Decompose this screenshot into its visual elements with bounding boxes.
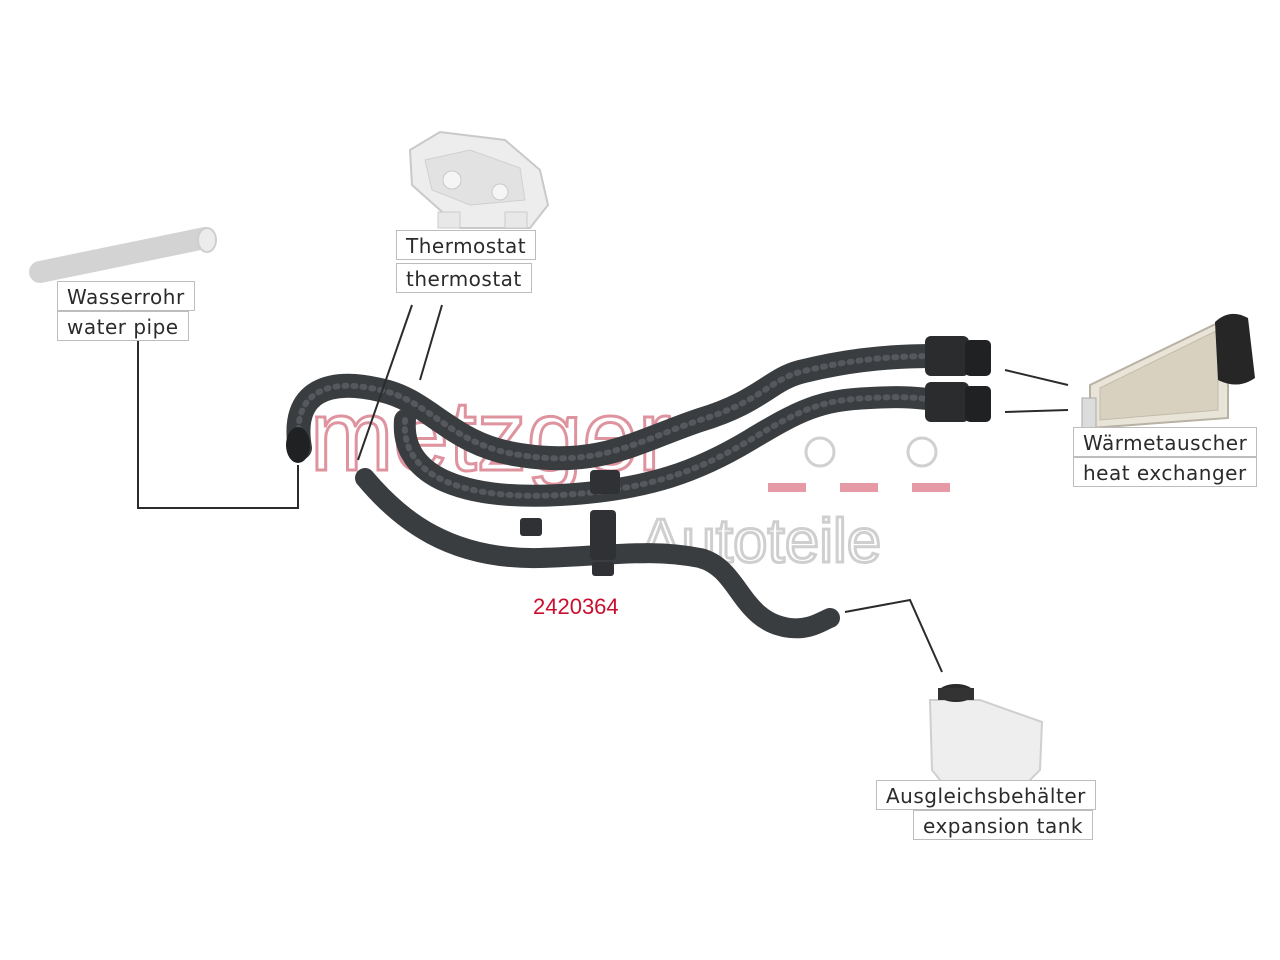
water-pipe-icon bbox=[29, 227, 217, 283]
leader-line-thermostat-1 bbox=[357, 304, 413, 461]
thermostat-icon bbox=[408, 130, 550, 229]
heat-exchanger-icon bbox=[1081, 313, 1255, 430]
part-number: 2420364 bbox=[533, 594, 619, 619]
expansion-tank-icon bbox=[928, 684, 1044, 791]
leader-line-heat-exchanger-1 bbox=[1004, 369, 1069, 386]
hose-connectors bbox=[286, 336, 991, 576]
expansion-tank-label-de: Ausgleichsbehälter bbox=[876, 780, 1096, 810]
brand-sub-text: Autoteile bbox=[640, 507, 881, 576]
water-pipe-label-de: Wasserrohr bbox=[57, 281, 195, 311]
expansion-tank-label-en: expansion tank bbox=[913, 810, 1094, 840]
thermostat-label-en: thermostat bbox=[396, 263, 532, 293]
water-pipe-label-en: water pipe bbox=[57, 311, 189, 341]
heat-exchanger-label-en: heat exchanger bbox=[1073, 457, 1257, 487]
heat-exchanger-label-de: Wärmetauscher bbox=[1073, 427, 1258, 457]
leader-line-water-pipe bbox=[137, 340, 299, 509]
hose-assembly bbox=[286, 344, 947, 639]
leader-line-thermostat-2 bbox=[419, 304, 443, 381]
leader-line-heat-exchanger-2 bbox=[1004, 409, 1069, 413]
thermostat-label-de: Thermostat bbox=[396, 230, 537, 260]
leader-lines bbox=[137, 304, 1069, 673]
leader-line-expansion-tank bbox=[844, 598, 943, 673]
